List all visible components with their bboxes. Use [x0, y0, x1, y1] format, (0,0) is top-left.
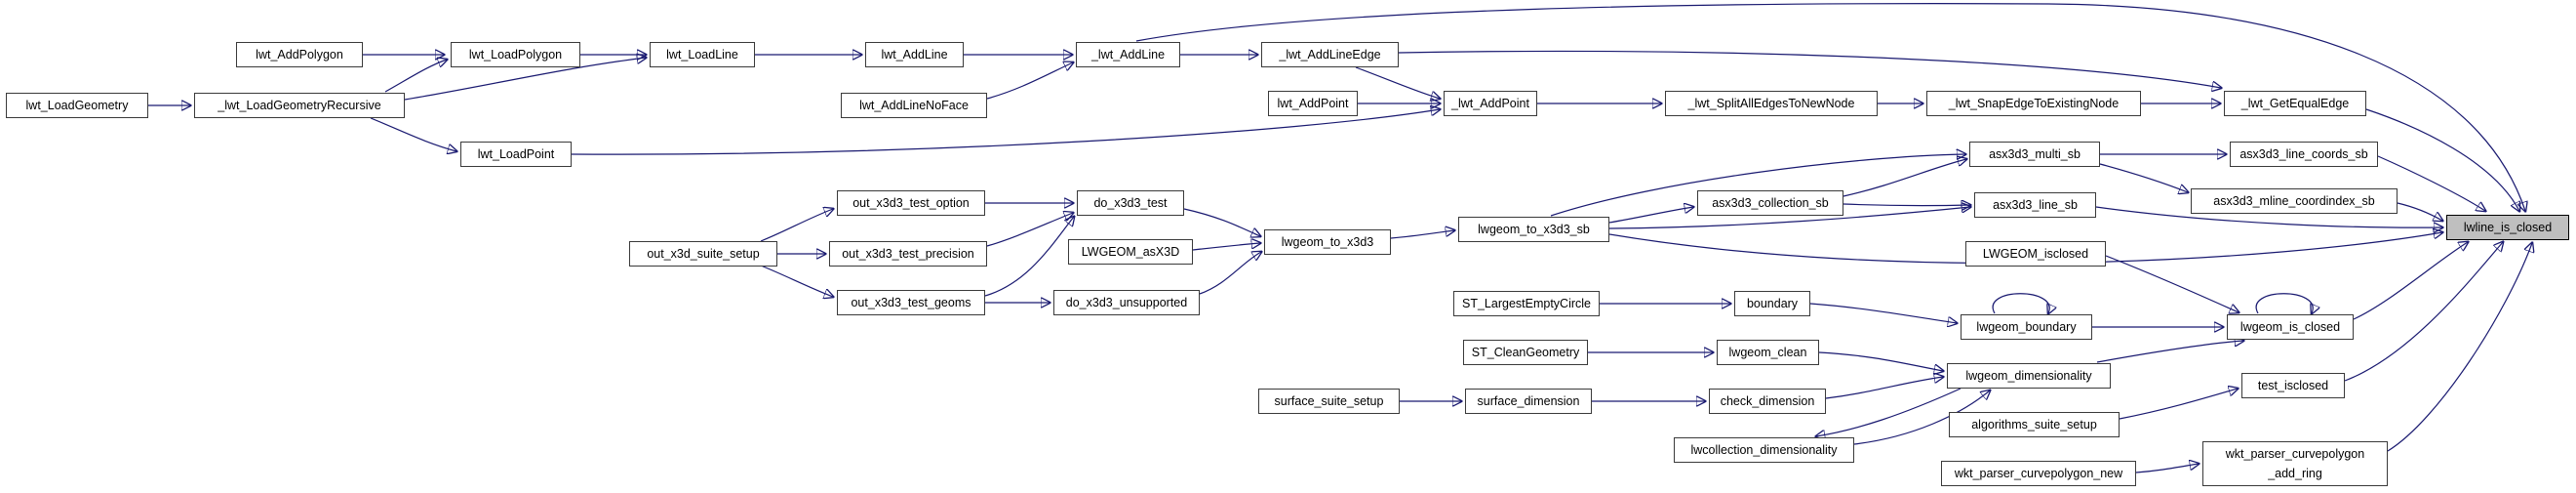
edge-asx3d3_multi_sb-asx3d3_mline_coordindex_sb	[2099, 163, 2188, 192]
node-asx3d3_collection_sb[interactable]: asx3d3_collection_sb	[1697, 190, 1843, 216]
node-lwt_AddLine[interactable]: lwt_AddLine	[865, 42, 964, 67]
node-lwt_LoadPolygon[interactable]: lwt_LoadPolygon	[451, 42, 580, 67]
node-lwcollection_dimensionality[interactable]: lwcollection_dimensionality	[1674, 437, 1854, 463]
edge-lwt_LoadPoint-_lwt_AddPoint	[571, 109, 1440, 155]
edge-_lwt_LoadGeometryRecursive-lwt_LoadLine	[404, 58, 646, 101]
edge-asx3d3_line_coords_sb-lwline_is_closed	[2377, 155, 2485, 211]
node-surface_suite_setup[interactable]: surface_suite_setup	[1258, 389, 1400, 414]
node-lwgeom_to_x3d3_sb[interactable]: lwgeom_to_x3d3_sb	[1458, 217, 1609, 242]
node-_lwt_AddLine[interactable]: _lwt_AddLine	[1076, 42, 1180, 67]
edge-lwgeom_to_x3d3_sb-asx3d3_collection_sb	[1608, 207, 1693, 224]
edge-lwgeom_to_x3d3_sb-asx3d3_line_sb	[1608, 207, 1970, 229]
edge-lwgeom_clean-lwgeom_dimensionality	[1818, 351, 1943, 371]
edge-asx3d3_line_sb-lwline_is_closed	[2095, 206, 2442, 227]
node-surface_dimension[interactable]: surface_dimension	[1465, 389, 1592, 414]
edge-lwgeom_is_closed-lwline_is_closed	[2353, 242, 2468, 320]
node-lwt_AddPoint[interactable]: lwt_AddPoint	[1268, 91, 1358, 116]
edge-lwt_AddLineNoFace-_lwt_AddLine	[986, 62, 1073, 100]
node-lwgeom_boundary[interactable]: lwgeom_boundary	[1961, 314, 2092, 340]
edge-lwgeom_is_closed-self	[2255, 293, 2313, 313]
node-out_x3d3_test_geoms[interactable]: out_x3d3_test_geoms	[837, 290, 985, 315]
edge-out_x3d_suite_setup-out_x3d3_test_option	[760, 209, 833, 242]
node-asx3d3_line_coords_sb[interactable]: asx3d3_line_coords_sb	[2230, 142, 2378, 167]
edge-lwgeom_dimensionality-lwcollection_dimensionality	[1816, 388, 1962, 436]
edge-wkt_parser_curvepolygon_new-wkt_parser_curvepolygon_add_ring	[2135, 464, 2199, 473]
node-_lwt_AddPoint[interactable]: _lwt_AddPoint	[1444, 91, 1537, 116]
node-wkt_parser_curvepolygon_add_ring[interactable]: wkt_parser_curvepolygon _add_ring	[2202, 441, 2388, 486]
node-lwt_LoadPoint[interactable]: lwt_LoadPoint	[460, 142, 572, 167]
node-test_isclosed[interactable]: test_isclosed	[2241, 373, 2345, 398]
node-do_x3d3_test[interactable]: do_x3d3_test	[1077, 190, 1184, 216]
node-lwgeom_dimensionality[interactable]: lwgeom_dimensionality	[1947, 363, 2111, 389]
node-ST_CleanGeometry[interactable]: ST_CleanGeometry	[1463, 340, 1588, 365]
node-LWGEOM_isclosed[interactable]: LWGEOM_isclosed	[1965, 241, 2106, 267]
edge-test_isclosed-lwline_is_closed	[2344, 242, 2503, 382]
edge-asx3d3_mline_coordindex_sb-lwline_is_closed	[2397, 202, 2442, 221]
node-_lwt_LoadGeometryRecursive[interactable]: _lwt_LoadGeometryRecursive	[194, 93, 405, 118]
edge-out_x3d3_test_geoms-do_x3d3_test	[984, 217, 1074, 297]
node-lwgeom_is_closed[interactable]: lwgeom_is_closed	[2227, 314, 2354, 340]
edge-asx3d3_collection_sb-asx3d3_multi_sb	[1843, 159, 1966, 197]
edge-_lwt_AddLineEdge-_lwt_AddPoint	[1355, 66, 1440, 99]
edge-LWGEOM_asX3D-lwgeom_to_x3d3	[1192, 243, 1260, 251]
node-algorithms_suite_setup[interactable]: algorithms_suite_setup	[1949, 412, 2120, 437]
node-_lwt_AddLineEdge[interactable]: _lwt_AddLineEdge	[1261, 42, 1399, 67]
node-lwgeom_clean[interactable]: lwgeom_clean	[1717, 340, 1819, 365]
edge-wkt_parser_curvepolygon_add_ring-lwline_is_closed	[2387, 243, 2532, 452]
node-out_x3d3_test_option[interactable]: out_x3d3_test_option	[837, 190, 985, 216]
edge-do_x3d3_test-lwgeom_to_x3d3	[1183, 208, 1260, 236]
node-ST_LargestEmptyCircle[interactable]: ST_LargestEmptyCircle	[1453, 291, 1600, 316]
node-wkt_parser_curvepolygon_new[interactable]: wkt_parser_curvepolygon_new	[1941, 461, 2136, 486]
node-asx3d3_mline_coordindex_sb[interactable]: asx3d3_mline_coordindex_sb	[2191, 188, 2398, 214]
node-LWGEOM_asX3D[interactable]: LWGEOM_asX3D	[1068, 239, 1193, 265]
node-lwt_LoadGeometry[interactable]: lwt_LoadGeometry	[6, 93, 148, 118]
edge-_lwt_LoadGeometryRecursive-lwt_LoadPoint	[370, 117, 456, 151]
node-lwt_AddPolygon[interactable]: lwt_AddPolygon	[236, 42, 363, 67]
edge-_lwt_LoadGeometryRecursive-lwt_LoadPolygon	[384, 60, 447, 93]
node-_lwt_GetEqualEdge[interactable]: _lwt_GetEqualEdge	[2224, 91, 2366, 116]
edge-_lwt_AddLineEdge-_lwt_GetEqualEdge	[1398, 50, 2221, 89]
node-asx3d3_multi_sb[interactable]: asx3d3_multi_sb	[1969, 142, 2100, 167]
node-do_x3d3_unsupported[interactable]: do_x3d3_unsupported	[1053, 290, 1200, 315]
node-_lwt_SnapEdgeToExistingNode[interactable]: _lwt_SnapEdgeToExistingNode	[1926, 91, 2141, 116]
node-boundary[interactable]: boundary	[1734, 291, 1810, 316]
edge-lwgeom_dimensionality-lwgeom_is_closed	[2096, 341, 2243, 363]
edge-LWGEOM_isclosed-lwgeom_is_closed	[2105, 255, 2239, 312]
edge-boundary-lwgeom_boundary	[1809, 303, 1957, 323]
edge-_lwt_AddLine-lwline_is_closed	[1135, 3, 2525, 211]
node-asx3d3_line_sb[interactable]: asx3d3_line_sb	[1974, 192, 2096, 218]
node-check_dimension[interactable]: check_dimension	[1709, 389, 1826, 414]
edge-_lwt_GetEqualEdge-lwline_is_closed	[2365, 108, 2519, 211]
edge-out_x3d_suite_setup-out_x3d3_test_geoms	[760, 265, 833, 297]
edge-lwgeom_to_x3d3-lwgeom_to_x3d3_sb	[1390, 230, 1454, 239]
node-_lwt_SplitAllEdgesToNewNode[interactable]: _lwt_SplitAllEdgesToNewNode	[1665, 91, 1878, 116]
node-lwline_is_closed-target: lwline_is_closed	[2446, 215, 2569, 240]
node-out_x3d3_test_precision[interactable]: out_x3d3_test_precision	[829, 241, 987, 267]
node-lwgeom_to_x3d3[interactable]: lwgeom_to_x3d3	[1264, 229, 1391, 255]
edge-asx3d3_collection_sb-asx3d3_line_sb	[1843, 204, 1970, 206]
edge-check_dimension-lwgeom_dimensionality	[1825, 377, 1943, 399]
edge-lwcollection_dimensionality-lwgeom_dimensionality	[1853, 390, 1990, 445]
node-out_x3d_suite_setup[interactable]: out_x3d_suite_setup	[629, 241, 777, 267]
node-lwt_LoadLine[interactable]: lwt_LoadLine	[650, 42, 755, 67]
edge-algorithms_suite_setup-test_isclosed	[2119, 389, 2238, 420]
node-lwt_AddLineNoFace[interactable]: lwt_AddLineNoFace	[841, 93, 987, 118]
edge-do_x3d3_unsupported-lwgeom_to_x3d3	[1199, 252, 1261, 295]
edge-lwgeom_boundary-self	[1992, 293, 2049, 313]
edge-lwgeom_to_x3d3_sb-asx3d3_multi_sb	[1550, 154, 1965, 217]
edge-out_x3d3_test_precision-do_x3d3_test	[986, 213, 1073, 247]
